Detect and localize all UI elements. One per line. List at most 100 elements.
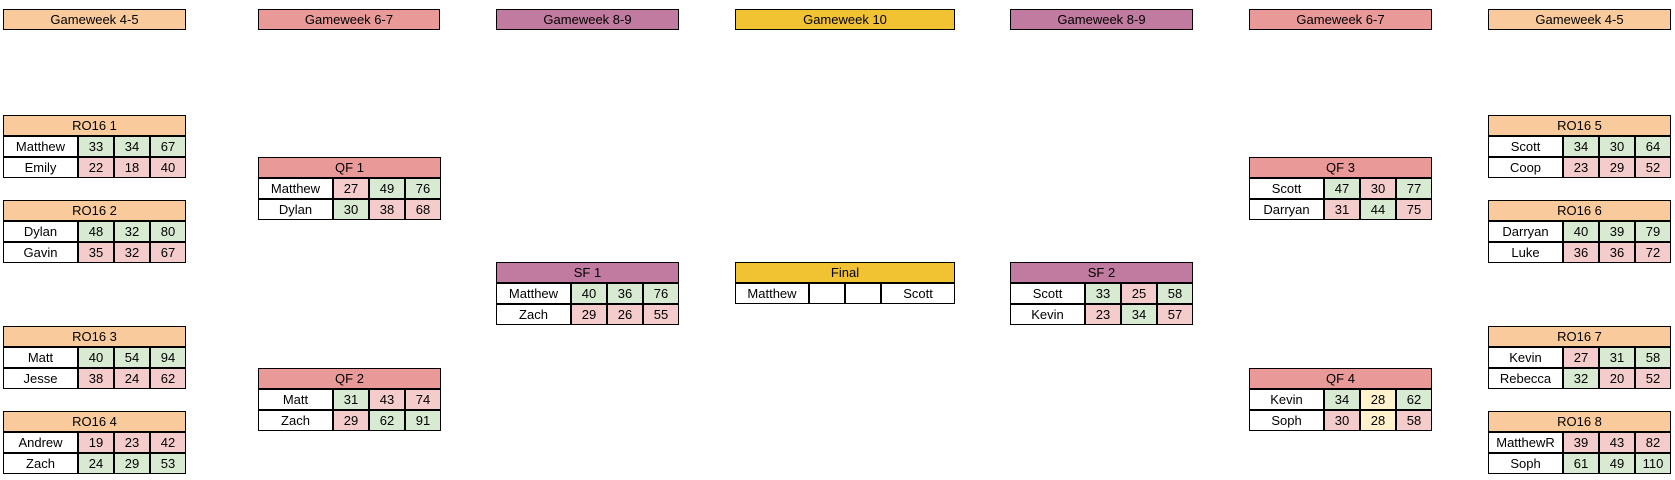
total-score: 57	[1157, 304, 1193, 325]
player-name: Scott	[1010, 283, 1085, 304]
gameweek-score: 40	[78, 347, 114, 368]
player-name: Zach	[258, 410, 333, 431]
gameweek-score: 29	[571, 304, 607, 325]
player-name: Matthew	[3, 136, 78, 157]
gameweek-score: 34	[1563, 136, 1599, 157]
final-score-left	[809, 283, 845, 304]
total-score: 74	[405, 389, 441, 410]
player-name: Soph	[1488, 453, 1563, 474]
match-title: RO16 5	[1488, 115, 1671, 136]
total-score: 40	[150, 157, 186, 178]
total-score: 91	[405, 410, 441, 431]
player-name: Zach	[496, 304, 571, 325]
gameweek-score: 28	[1360, 389, 1396, 410]
gameweek-score: 30	[1599, 136, 1635, 157]
total-score: 55	[643, 304, 679, 325]
player-name: Dylan	[258, 199, 333, 220]
player-name: Luke	[1488, 242, 1563, 263]
gameweek-score: 38	[369, 199, 405, 220]
player-name: Scott	[1488, 136, 1563, 157]
player-name: Jesse	[3, 368, 78, 389]
gameweek-score: 36	[607, 283, 643, 304]
gameweek-score: 62	[369, 410, 405, 431]
gameweek-score: 29	[333, 410, 369, 431]
gameweek-header: Gameweek 8-9	[496, 9, 679, 30]
total-score: 68	[405, 199, 441, 220]
final-player-right: Scott	[881, 283, 955, 304]
final-title: Final	[735, 262, 955, 283]
gameweek-score: 20	[1599, 368, 1635, 389]
match-title: QF 3	[1249, 157, 1432, 178]
gameweek-score: 48	[78, 221, 114, 242]
gameweek-score: 32	[114, 221, 150, 242]
total-score: 58	[1635, 347, 1671, 368]
gameweek-score: 23	[114, 432, 150, 453]
gameweek-score: 30	[1360, 178, 1396, 199]
final-player-left: Matthew	[735, 283, 809, 304]
total-score: 79	[1635, 221, 1671, 242]
total-score: 80	[150, 221, 186, 242]
gameweek-score: 61	[1563, 453, 1599, 474]
gameweek-score: 49	[369, 178, 405, 199]
gameweek-score: 28	[1360, 410, 1396, 431]
gameweek-score: 22	[78, 157, 114, 178]
player-name: Soph	[1249, 410, 1324, 431]
total-score: 77	[1396, 178, 1432, 199]
player-name: Matthew	[258, 178, 333, 199]
total-score: 62	[1396, 389, 1432, 410]
match-title: RO16 1	[3, 115, 186, 136]
player-name: Scott	[1249, 178, 1324, 199]
gameweek-header: Gameweek 4-5	[1488, 9, 1671, 30]
gameweek-score: 43	[1599, 432, 1635, 453]
match-title: RO16 4	[3, 411, 186, 432]
total-score: 58	[1396, 410, 1432, 431]
gameweek-score: 25	[1121, 283, 1157, 304]
final-score-right	[845, 283, 881, 304]
match-title: RO16 8	[1488, 411, 1671, 432]
total-score: 42	[150, 432, 186, 453]
gameweek-score: 26	[607, 304, 643, 325]
total-score: 64	[1635, 136, 1671, 157]
player-name: Kevin	[1010, 304, 1085, 325]
total-score: 67	[150, 242, 186, 263]
total-score: 94	[150, 347, 186, 368]
gameweek-score: 30	[333, 199, 369, 220]
gameweek-score: 39	[1563, 432, 1599, 453]
gameweek-score: 32	[1563, 368, 1599, 389]
gameweek-score: 44	[1360, 199, 1396, 220]
gameweek-score: 31	[333, 389, 369, 410]
gameweek-score: 40	[1563, 221, 1599, 242]
player-name: Gavin	[3, 242, 78, 263]
total-score: 72	[1635, 242, 1671, 263]
gameweek-score: 54	[114, 347, 150, 368]
gameweek-score: 31	[1324, 199, 1360, 220]
match-title: RO16 2	[3, 200, 186, 221]
gameweek-score: 40	[571, 283, 607, 304]
gameweek-score: 35	[78, 242, 114, 263]
total-score: 76	[405, 178, 441, 199]
gameweek-score: 18	[114, 157, 150, 178]
player-name: MatthewR	[1488, 432, 1563, 453]
gameweek-score: 36	[1563, 242, 1599, 263]
total-score: 82	[1635, 432, 1671, 453]
total-score: 62	[150, 368, 186, 389]
total-score: 52	[1635, 368, 1671, 389]
gameweek-header: Gameweek 10	[735, 9, 955, 30]
match-title: RO16 6	[1488, 200, 1671, 221]
match-title: RO16 3	[3, 326, 186, 347]
player-name: Coop	[1488, 157, 1563, 178]
player-name: Matthew	[496, 283, 571, 304]
match-title: SF 1	[496, 262, 679, 283]
gameweek-score: 39	[1599, 221, 1635, 242]
match-title: RO16 7	[1488, 326, 1671, 347]
player-name: Andrew	[3, 432, 78, 453]
total-score: 53	[150, 453, 186, 474]
player-name: Kevin	[1249, 389, 1324, 410]
total-score: 76	[643, 283, 679, 304]
match-title: QF 2	[258, 368, 441, 389]
gameweek-score: 34	[1121, 304, 1157, 325]
player-name: Darryan	[1488, 221, 1563, 242]
player-name: Darryan	[1249, 199, 1324, 220]
gameweek-score: 30	[1324, 410, 1360, 431]
gameweek-score: 32	[114, 242, 150, 263]
